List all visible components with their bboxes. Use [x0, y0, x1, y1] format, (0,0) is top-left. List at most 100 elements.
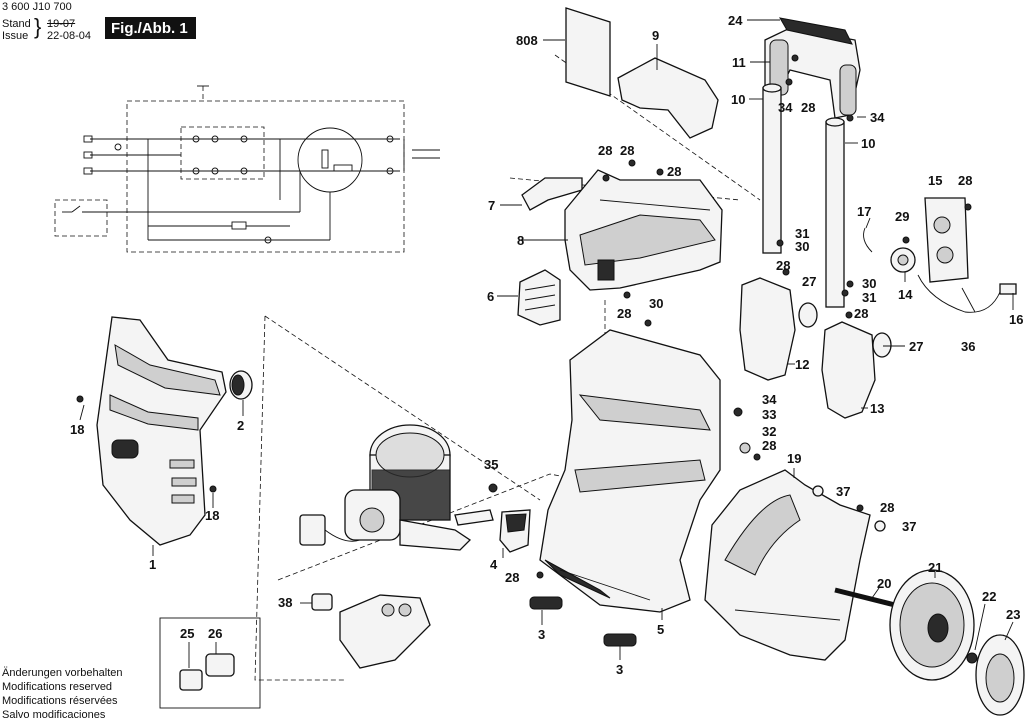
callout-12: 12 — [795, 357, 809, 372]
rear-housing-part-19 — [704, 469, 871, 661]
callout-21: 21 — [928, 560, 942, 575]
pump-head-part-38 — [311, 593, 431, 669]
axle-part-20 — [834, 587, 896, 608]
callout-28-b: 28 — [620, 143, 634, 158]
handle-part-11 — [764, 27, 861, 119]
callout-10-right: 10 — [861, 136, 875, 151]
screw-markers — [76, 54, 972, 579]
callout-33: 33 — [762, 407, 776, 422]
callout-28-e: 28 — [776, 258, 790, 273]
fitting-part-16 — [999, 283, 1017, 295]
callout-28-d: 28 — [617, 306, 631, 321]
roller-part-27a — [798, 302, 818, 328]
document-number: 3 600 J10 700 — [2, 1, 72, 13]
callout-19: 19 — [787, 451, 801, 466]
tube-part-10-right — [825, 117, 845, 308]
callout-30-b: 30 — [795, 239, 809, 254]
callout-6: 6 — [487, 289, 494, 304]
callout-27-a: 27 — [802, 274, 816, 289]
motor-pump-assembly — [299, 424, 494, 551]
callout-29: 29 — [895, 209, 909, 224]
hubcap-part-23 — [975, 634, 1025, 716]
wheel-part-21 — [889, 569, 975, 681]
callout-25: 25 — [180, 626, 194, 641]
callout-31-b: 31 — [862, 290, 876, 305]
front-cover-part-1 — [96, 316, 227, 546]
stand-value: 19-07 — [47, 18, 76, 30]
footer-line-de: Änderungen vorbehalten — [2, 667, 123, 679]
callout-31-a: 31 — [795, 226, 809, 241]
foot-part-3a — [529, 596, 563, 610]
callout-30-a: 30 — [649, 296, 663, 311]
callout-26: 26 — [208, 626, 222, 641]
callout-27-b: 27 — [909, 339, 923, 354]
callout-22: 22 — [982, 589, 996, 604]
plate-part-15 — [924, 197, 969, 283]
main-frame-part-5 — [539, 329, 721, 613]
callout-17: 17 — [857, 204, 871, 219]
callout-35: 35 — [484, 457, 498, 472]
hose-part-17 — [863, 227, 873, 253]
callout-28-j: 28 — [505, 570, 519, 585]
callout-2: 2 — [237, 418, 244, 433]
leader-lines — [79, 19, 1014, 668]
issue-value: 22-08-04 — [47, 30, 92, 42]
callout-808: 808 — [516, 33, 538, 48]
callout-28-top: 28 — [801, 100, 815, 115]
callout-16: 16 — [1009, 312, 1023, 327]
callout-37-a: 37 — [836, 484, 850, 499]
callout-28-f: 28 — [854, 306, 868, 321]
callout-28-h: 28 — [762, 438, 776, 453]
callout-18-b: 18 — [205, 508, 219, 523]
callout-11: 11 — [732, 55, 746, 70]
callout-1: 1 — [149, 557, 156, 572]
callout-38: 38 — [278, 595, 292, 610]
housing-top-part-8 — [564, 169, 723, 291]
grip-part-24 — [779, 17, 853, 45]
callout-28-g: 28 — [958, 173, 972, 188]
callout-10-left: 10 — [731, 92, 745, 107]
footer-line-es: Salvo modificaciones — [2, 709, 106, 721]
callout-28-i: 28 — [880, 500, 894, 515]
cover-part-6 — [517, 269, 561, 326]
callout-3-a: 3 — [538, 627, 545, 642]
callout-20: 20 — [877, 576, 891, 591]
callout-34-mid: 34 — [762, 392, 777, 407]
brace: } — [34, 14, 42, 39]
foot-part-3b — [603, 633, 637, 647]
callout-30-c: 30 — [862, 276, 876, 291]
stand-label: Stand — [2, 18, 31, 30]
issue-label: Issue — [2, 30, 29, 42]
callout-13: 13 — [870, 401, 884, 416]
sheet-part-808 — [565, 7, 611, 97]
callout-labels: 808 9 24 11 10 34 28 34 10 28 28 28 7 8 … — [70, 13, 1023, 677]
callout-32: 32 — [762, 424, 776, 439]
roller-part-27b — [872, 332, 892, 358]
callout-28-a: 28 — [598, 143, 612, 158]
callout-23: 23 — [1006, 607, 1020, 622]
callout-5: 5 — [657, 622, 664, 637]
side-part-13 — [821, 321, 876, 419]
callout-36: 36 — [961, 339, 975, 354]
side-part-12 — [739, 277, 796, 381]
clip-part-22 — [966, 652, 978, 664]
footer-line-en: Modifications reserved — [2, 681, 113, 693]
callout-18-a: 18 — [70, 422, 84, 437]
callout-15: 15 — [928, 173, 942, 188]
hose-part-36 — [917, 274, 1001, 313]
callout-28-c: 28 — [667, 164, 681, 179]
callout-24: 24 — [728, 13, 743, 28]
switch-part-4 — [499, 509, 531, 553]
callout-34-right: 34 — [870, 110, 885, 125]
inset-box-25-26 — [159, 617, 261, 709]
callout-37-b: 37 — [902, 519, 916, 534]
valve-part-14 — [890, 247, 916, 273]
callout-9: 9 — [652, 28, 659, 43]
wiring-schematic — [54, 85, 440, 253]
callout-7: 7 — [488, 198, 495, 213]
callout-34-top: 34 — [778, 100, 793, 115]
bracket-part-9 — [617, 57, 719, 139]
cap-part-2 — [229, 370, 253, 400]
callout-3-b: 3 — [616, 662, 623, 677]
